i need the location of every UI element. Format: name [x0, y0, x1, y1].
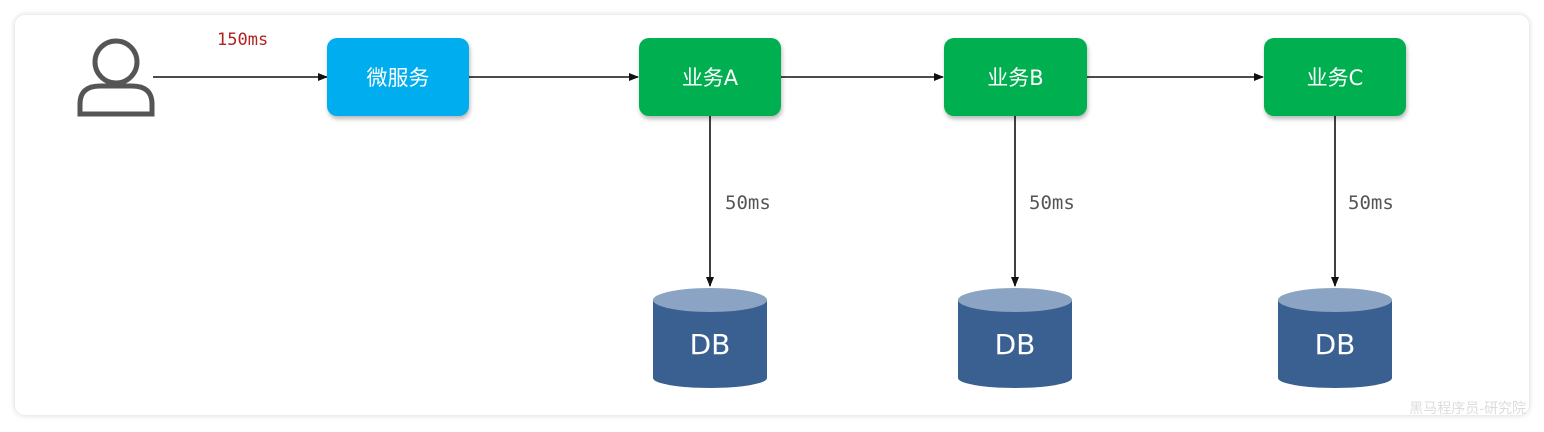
total-latency-label: 150ms: [217, 30, 269, 50]
service-b-node: 业务B: [944, 38, 1087, 116]
watermark: 黑马程序员-研究院: [1409, 401, 1526, 417]
service-a-db-latency: 50ms: [725, 192, 771, 214]
service-a-label: 业务A: [681, 66, 739, 90]
user-icon: [77, 38, 155, 117]
database-b-label: DB: [994, 328, 1036, 361]
database-b-icon: [958, 288, 1072, 388]
service-b-label: 业务B: [987, 66, 1044, 90]
microservice-label: 微服务: [366, 66, 430, 90]
database-c-label: DB: [1314, 328, 1356, 361]
service-c-node: 业务C: [1264, 38, 1406, 116]
microservice-node: 微服务: [327, 38, 469, 116]
database-a-icon: [653, 288, 767, 388]
service-a-node: 业务A: [639, 38, 781, 116]
service-c-label: 业务C: [1306, 66, 1364, 90]
database-c-icon: [1278, 288, 1392, 388]
service-b-db-latency: 50ms: [1029, 192, 1075, 214]
service-c-db-latency: 50ms: [1348, 192, 1394, 214]
database-a-label: DB: [689, 328, 731, 361]
